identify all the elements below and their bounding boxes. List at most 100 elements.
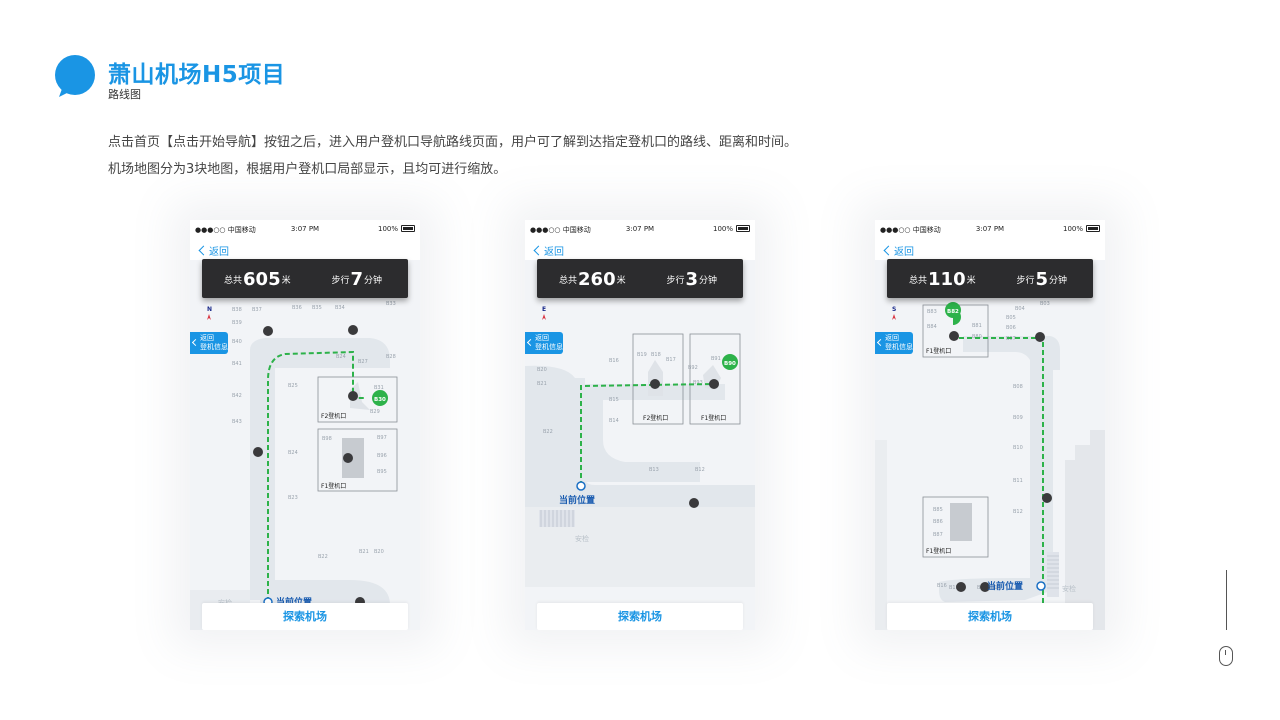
svg-text:B03: B03 bbox=[1040, 301, 1050, 307]
status-time: 3:07 PM bbox=[975, 225, 1005, 233]
svg-text:B22: B22 bbox=[318, 554, 328, 560]
svg-text:B85: B85 bbox=[933, 507, 943, 513]
explore-airport-button[interactable]: 探索机场 bbox=[887, 603, 1093, 630]
phone-screen-2: ●●●○○ 中国移动 3:07 PM 100% 返回 F2登机口 F1登机口 B… bbox=[525, 220, 755, 630]
chat-bubble-logo-icon bbox=[55, 55, 95, 97]
svg-text:B28: B28 bbox=[386, 354, 396, 360]
status-time: 3:07 PM bbox=[625, 225, 655, 233]
route-summary-card: 总共605米 步行7分钟 bbox=[202, 259, 408, 298]
svg-text:B31: B31 bbox=[374, 385, 384, 391]
chevron-left-icon bbox=[198, 245, 209, 256]
return-boarding-info-button[interactable]: 返回 登机信息 bbox=[525, 332, 563, 354]
svg-text:B22: B22 bbox=[543, 429, 553, 435]
nav-bar: 返回 bbox=[190, 238, 420, 260]
current-location-icon bbox=[1036, 581, 1046, 591]
svg-text:B15: B15 bbox=[609, 397, 619, 403]
svg-text:B05: B05 bbox=[1006, 315, 1016, 321]
svg-text:B21: B21 bbox=[537, 381, 547, 387]
svg-text:B08: B08 bbox=[1013, 384, 1023, 390]
svg-text:B18: B18 bbox=[651, 352, 661, 358]
area-label: F1登机口 bbox=[321, 482, 346, 490]
walk-time: 步行3分钟 bbox=[666, 269, 717, 290]
svg-text:B95: B95 bbox=[377, 469, 387, 475]
compass-label: S bbox=[892, 306, 896, 313]
back-button[interactable]: 返回 bbox=[198, 243, 229, 258]
status-bar: ●●●○○ 中国移动 3:07 PM 100% bbox=[190, 220, 420, 238]
svg-text:B38: B38 bbox=[232, 307, 242, 313]
svg-text:B15: B15 bbox=[949, 585, 959, 591]
walk-time: 步行7分钟 bbox=[331, 269, 382, 290]
return-boarding-info-button[interactable]: 返回 登机信息 bbox=[190, 332, 228, 354]
return-boarding-info-button[interactable]: 返回 登机信息 bbox=[875, 332, 913, 354]
svg-text:B04: B04 bbox=[1015, 306, 1025, 312]
svg-text:B98: B98 bbox=[322, 436, 332, 442]
total-distance: 总共110米 bbox=[909, 269, 976, 290]
carrier-label: ●●●○○ 中国移动 bbox=[880, 226, 941, 234]
svg-text:B17: B17 bbox=[666, 357, 676, 363]
svg-text:B09: B09 bbox=[1013, 415, 1023, 421]
battery-label: 100% bbox=[712, 225, 733, 233]
security-label: 安检 bbox=[218, 598, 232, 607]
waypoint-icons bbox=[650, 379, 719, 508]
route-summary-card: 总共110米 步行5分钟 bbox=[887, 259, 1093, 298]
battery-icon bbox=[1086, 225, 1100, 232]
svg-text:B37: B37 bbox=[252, 307, 262, 313]
destination-label: B90 bbox=[724, 361, 736, 367]
svg-text:B13: B13 bbox=[649, 467, 659, 473]
current-location-icon bbox=[576, 481, 586, 491]
carrier-label: ●●●○○ 中国移动 bbox=[195, 226, 256, 234]
svg-text:B36: B36 bbox=[292, 305, 302, 311]
svg-text:B42: B42 bbox=[232, 393, 242, 399]
svg-text:B96: B96 bbox=[377, 453, 387, 459]
svg-text:B20: B20 bbox=[537, 367, 547, 373]
explore-airport-button[interactable]: 探索机场 bbox=[202, 603, 408, 630]
svg-text:B87: B87 bbox=[933, 532, 943, 538]
svg-text:B97: B97 bbox=[377, 435, 387, 441]
security-label: 安检 bbox=[575, 534, 589, 543]
explore-airport-button[interactable]: 探索机场 bbox=[537, 603, 743, 630]
carrier-label: ●●●○○ 中国移动 bbox=[530, 226, 591, 234]
chevron-left-icon bbox=[526, 338, 535, 347]
back-label: 返回 bbox=[209, 247, 229, 258]
total-distance: 总共605米 bbox=[224, 269, 291, 290]
svg-text:B33: B33 bbox=[386, 301, 396, 307]
chevron-left-icon bbox=[533, 245, 544, 256]
current-location-label: 当前位置 bbox=[559, 494, 595, 506]
scroll-indicator-line bbox=[1226, 570, 1227, 630]
area-label: F2登机口 bbox=[643, 414, 668, 422]
svg-text:B12: B12 bbox=[695, 467, 705, 473]
back-button[interactable]: 返回 bbox=[533, 243, 564, 258]
battery-label: 100% bbox=[1062, 225, 1083, 233]
description-line-2: 机场地图分为3块地图，根据用户登机口局部显示，且均可进行缩放。 bbox=[108, 162, 507, 177]
svg-text:B24: B24 bbox=[288, 450, 298, 456]
svg-text:B81: B81 bbox=[972, 323, 982, 329]
svg-text:B11: B11 bbox=[1013, 478, 1023, 484]
back-button[interactable]: 返回 bbox=[883, 243, 914, 258]
status-time: 3:07 PM bbox=[290, 225, 320, 233]
chevron-left-icon bbox=[876, 338, 885, 347]
total-distance: 总共260米 bbox=[559, 269, 626, 290]
svg-text:B93: B93 bbox=[693, 380, 703, 386]
svg-text:B06: B06 bbox=[1006, 325, 1016, 331]
svg-text:B35: B35 bbox=[312, 305, 322, 311]
nav-bar: 返回 bbox=[525, 238, 755, 260]
destination-marker-icon bbox=[372, 390, 388, 406]
description-line-1: 点击首页【点击开始导航】按钮之后，进入用户登机口导航路线页面，用户可了解到达指定… bbox=[108, 135, 798, 150]
waypoint-icons bbox=[949, 331, 1052, 592]
status-bar: ●●●○○ 中国移动 3:07 PM 100% bbox=[875, 220, 1105, 238]
battery-label: 100% bbox=[377, 225, 398, 233]
destination-label: B82 bbox=[947, 309, 959, 315]
waypoint-icons bbox=[253, 325, 365, 607]
svg-text:B21: B21 bbox=[359, 549, 369, 555]
compass-label: E bbox=[542, 306, 546, 313]
svg-text:B14: B14 bbox=[609, 418, 619, 424]
destination-marker-icon bbox=[945, 302, 961, 318]
svg-text:B16: B16 bbox=[609, 358, 619, 364]
svg-text:B34: B34 bbox=[335, 305, 345, 311]
svg-text:B83: B83 bbox=[927, 309, 937, 315]
route-path bbox=[580, 383, 716, 486]
